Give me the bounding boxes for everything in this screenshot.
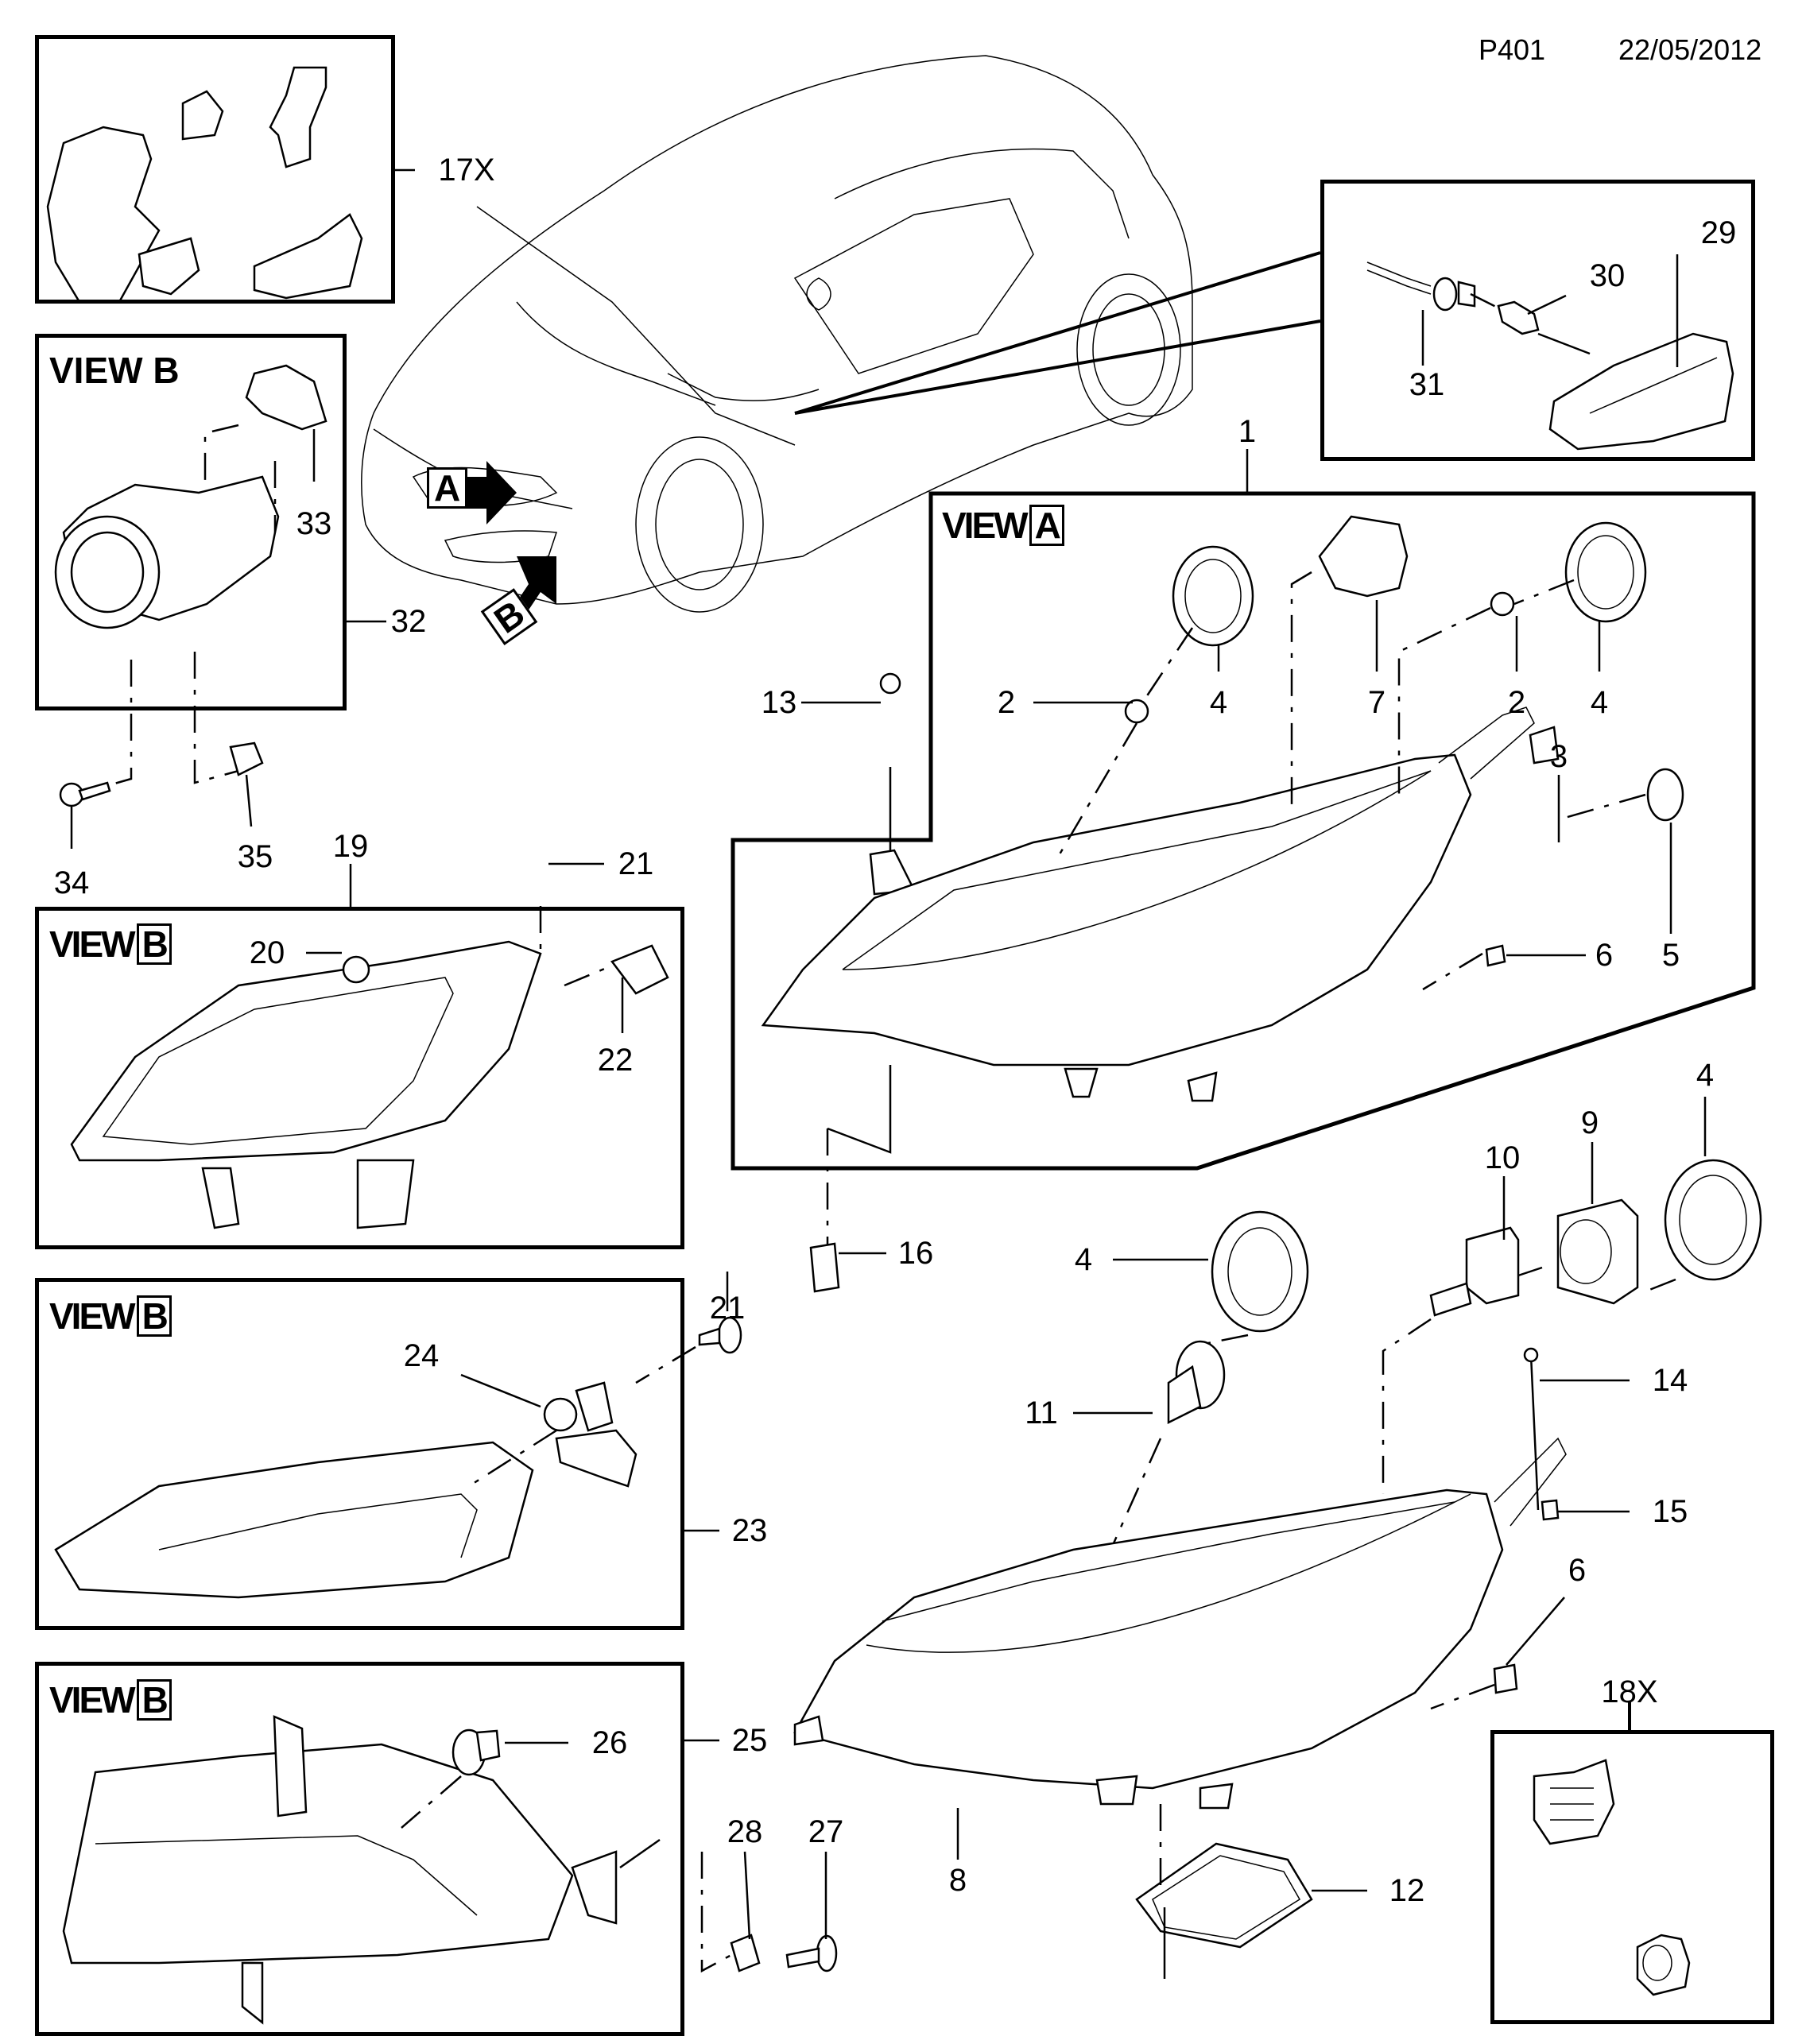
callout-22: 22 [597,1043,634,1078]
kit-18x-parts [1533,1728,1691,1996]
callout-8: 8 [948,1863,967,1898]
callout-7: 7 [1367,685,1386,720]
arrow-a-icon [467,461,517,525]
view-tag-b: B [136,1295,172,1337]
callout-4b: 4 [1590,685,1609,720]
kit-17x-parts [46,66,363,304]
view-tag-b: B [136,923,172,965]
callout-14: 14 [1652,1363,1688,1398]
callout-4d: 4 [1696,1058,1715,1093]
callout-12: 12 [1389,1873,1425,1908]
drl-lamp-23 [54,1272,742,1599]
callout-15: 15 [1652,1494,1688,1529]
callout-16: 16 [897,1236,934,1271]
page-code: P401 [1479,33,1546,66]
callout-11: 11 [1025,1396,1058,1430]
callout-1: 1 [1238,414,1257,449]
view-word: VIEW [49,1679,136,1721]
callout-3: 3 [1549,739,1568,774]
callout-2b: 2 [1507,685,1526,720]
view-word: VIEW [49,1295,136,1337]
view-a-frame [731,491,1756,1171]
turn-lamp-25 [62,1715,838,2025]
callout-34: 34 [53,865,90,900]
view-word: VIEW [942,505,1029,546]
callout-17x: 17X [438,153,495,188]
marker-a: A [427,467,468,509]
callout-35: 35 [237,839,273,874]
callout-2a: 2 [997,685,1016,720]
callout-33: 33 [296,506,332,541]
view-b-title-1: VIEW B [49,350,180,391]
view-tag-b: B [136,1679,172,1721]
callout-21a: 21 [618,846,654,881]
view-b-drl-box [35,1278,684,1630]
callout-9: 9 [1580,1105,1599,1140]
view-b-housing-box [35,907,684,1249]
callout-31: 31 [1409,367,1445,402]
view-tag-a: A [1029,505,1064,546]
callout-28: 28 [727,1814,763,1849]
callout-4a: 4 [1209,685,1228,720]
callout-20: 20 [249,935,285,970]
page-date: 22/05/2012 [1618,33,1762,66]
kit-18x-leader [1628,1701,1631,1730]
callout-25: 25 [731,1723,768,1758]
callout-30: 30 [1589,258,1626,293]
callout-4c: 4 [1074,1242,1093,1277]
callout-6a: 6 [1595,938,1614,973]
callout-19: 19 [332,829,369,864]
callout-10: 10 [1484,1140,1521,1175]
callout-24: 24 [403,1338,440,1373]
callout-18x: 18X [1601,1674,1658,1709]
xenon-assembly-8 [793,1097,1762,1979]
view-a-parts [761,515,1684,1293]
callout-27: 27 [808,1814,844,1849]
vehicle-outline [361,55,1321,616]
view-word: VIEW [49,923,136,965]
fog-housing-19 [70,862,669,1229]
callout-29: 29 [1700,215,1737,250]
callout-23: 23 [731,1513,768,1548]
callout-13: 13 [761,685,797,720]
side-repeater-inset-box [1320,180,1755,461]
fog-lamp-32 [54,364,327,849]
callout-32: 32 [390,604,427,639]
callout-5: 5 [1661,938,1680,973]
kit-17x-box [35,35,395,304]
view-b-turn-lamp-box [35,1662,684,2036]
view-b-fog-lamp-box [35,334,347,710]
side-repeater-parts [1366,254,1734,451]
kit-18x-box [1490,1730,1774,2024]
callout-26: 26 [591,1725,628,1760]
callout-6b: 6 [1568,1553,1587,1588]
callout-21b: 21 [709,1291,746,1326]
